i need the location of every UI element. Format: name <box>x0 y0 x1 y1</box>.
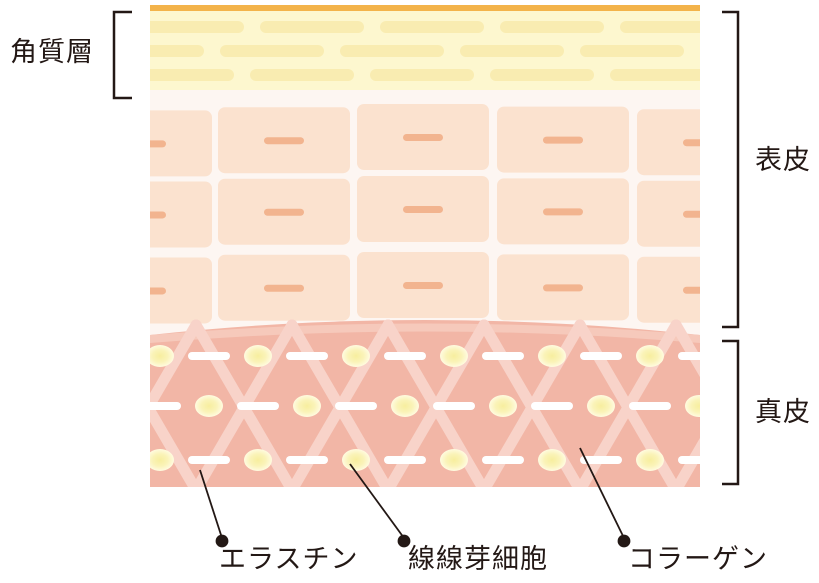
fibroblast-cell <box>150 345 174 367</box>
cell-nucleus <box>543 208 583 216</box>
corneum-cell <box>610 69 700 81</box>
corneum-cell <box>490 69 594 81</box>
corneum-cell <box>580 45 684 57</box>
epidermis-cell <box>150 110 212 177</box>
elastin-fiber <box>776 456 818 464</box>
cell-nucleus <box>264 284 304 292</box>
cell-nucleus <box>683 139 700 147</box>
cell-nucleus <box>150 140 166 148</box>
corneum-cell <box>370 69 474 81</box>
cell-nucleus <box>683 210 700 218</box>
corneum-cell <box>260 21 364 33</box>
elastin-fiber <box>90 352 132 360</box>
elastin-fiber <box>384 456 426 464</box>
corneum-cell <box>150 69 234 81</box>
elastin-fiber <box>482 352 524 360</box>
elastin-fiber <box>188 352 230 360</box>
elastin-fiber <box>237 402 279 410</box>
elastin-fiber <box>629 402 671 410</box>
elastin-label: エラスチン <box>219 544 359 575</box>
elastin-fiber <box>90 456 132 464</box>
cell-nucleus <box>150 211 166 219</box>
fibroblast-cell <box>150 449 174 471</box>
corneum-cell <box>700 45 804 57</box>
elastin-fiber <box>335 402 377 410</box>
corneum-cell <box>150 45 204 57</box>
fibroblast-cell <box>685 395 700 417</box>
cell-nucleus <box>403 206 443 213</box>
epidermis-cell <box>150 257 212 324</box>
elastin-fiber <box>188 456 230 464</box>
fibroblast-cell <box>342 449 370 471</box>
fibroblast-cell <box>440 449 468 471</box>
elastin-fiber <box>384 352 426 360</box>
fibroblast-cell <box>636 345 664 367</box>
corneum-cell <box>460 45 564 57</box>
fibroblast-cell <box>342 345 370 367</box>
collagen-fiber <box>150 400 201 487</box>
epidermis-cell <box>637 256 700 323</box>
corneum-cell <box>220 45 324 57</box>
corneum-top-line <box>150 5 700 11</box>
corneum-cell <box>340 45 444 57</box>
dermis-bracket <box>722 339 740 486</box>
elastin-fiber <box>678 456 700 464</box>
cell-nucleus <box>264 137 304 145</box>
fibroblast-cell <box>293 395 321 417</box>
epidermis-cell <box>150 181 212 248</box>
elastin-fiber <box>433 402 475 410</box>
elastin-fiber <box>531 402 573 410</box>
cell-nucleus <box>683 286 700 294</box>
cell-nucleus <box>264 208 304 216</box>
elastin-fiber <box>580 352 622 360</box>
fibroblast-cell <box>440 345 468 367</box>
elastin-fiber <box>580 456 622 464</box>
stratum-corneum-label: 角質層 <box>10 37 94 68</box>
fibroblast-cell <box>391 395 419 417</box>
epidermis-cell <box>637 180 700 247</box>
elastin-fiber <box>678 352 700 360</box>
epidermis-layer <box>150 90 700 335</box>
epidermis-label: 表皮 <box>755 145 811 176</box>
epidermis-cell <box>637 109 700 176</box>
fibroblast-cell <box>636 449 664 471</box>
cell-nucleus <box>543 284 583 292</box>
fibroblast-cell <box>244 449 272 471</box>
corneum-cell <box>250 69 354 81</box>
elastin-pointer <box>199 469 229 548</box>
corneum-cell <box>150 21 244 33</box>
corneum-cell <box>380 21 484 33</box>
fibroblast-cell <box>195 395 223 417</box>
dermis-layer <box>90 319 818 487</box>
fibroblast-cell <box>538 345 566 367</box>
fibroblast-label: 線線芽細胞 <box>408 544 548 575</box>
elastin-fiber <box>286 456 328 464</box>
epidermis-bracket <box>722 10 740 329</box>
corneum-cell <box>620 21 700 33</box>
stratum-corneum-layer <box>150 5 804 90</box>
fibroblast-cell <box>244 345 272 367</box>
fibroblast-cell <box>538 449 566 471</box>
elastin-fiber <box>776 352 818 360</box>
fibroblast-cell <box>489 395 517 417</box>
cell-nucleus <box>150 287 166 295</box>
stratum-corneum-bracket <box>112 10 132 100</box>
elastin-fiber <box>482 456 524 464</box>
elastin-fiber <box>286 352 328 360</box>
collagen-fiber <box>150 319 202 415</box>
collagen-pointer <box>579 447 631 548</box>
fibroblast-cell <box>587 395 615 417</box>
cell-nucleus <box>403 282 443 289</box>
corneum-cell <box>500 21 604 33</box>
fibroblast-pointer <box>349 463 411 548</box>
collagen-label: コラーゲン <box>628 544 768 575</box>
cell-nucleus <box>543 136 583 144</box>
cell-nucleus <box>403 134 443 141</box>
dermis-label: 真皮 <box>755 397 811 428</box>
elastin-fiber <box>150 402 181 410</box>
